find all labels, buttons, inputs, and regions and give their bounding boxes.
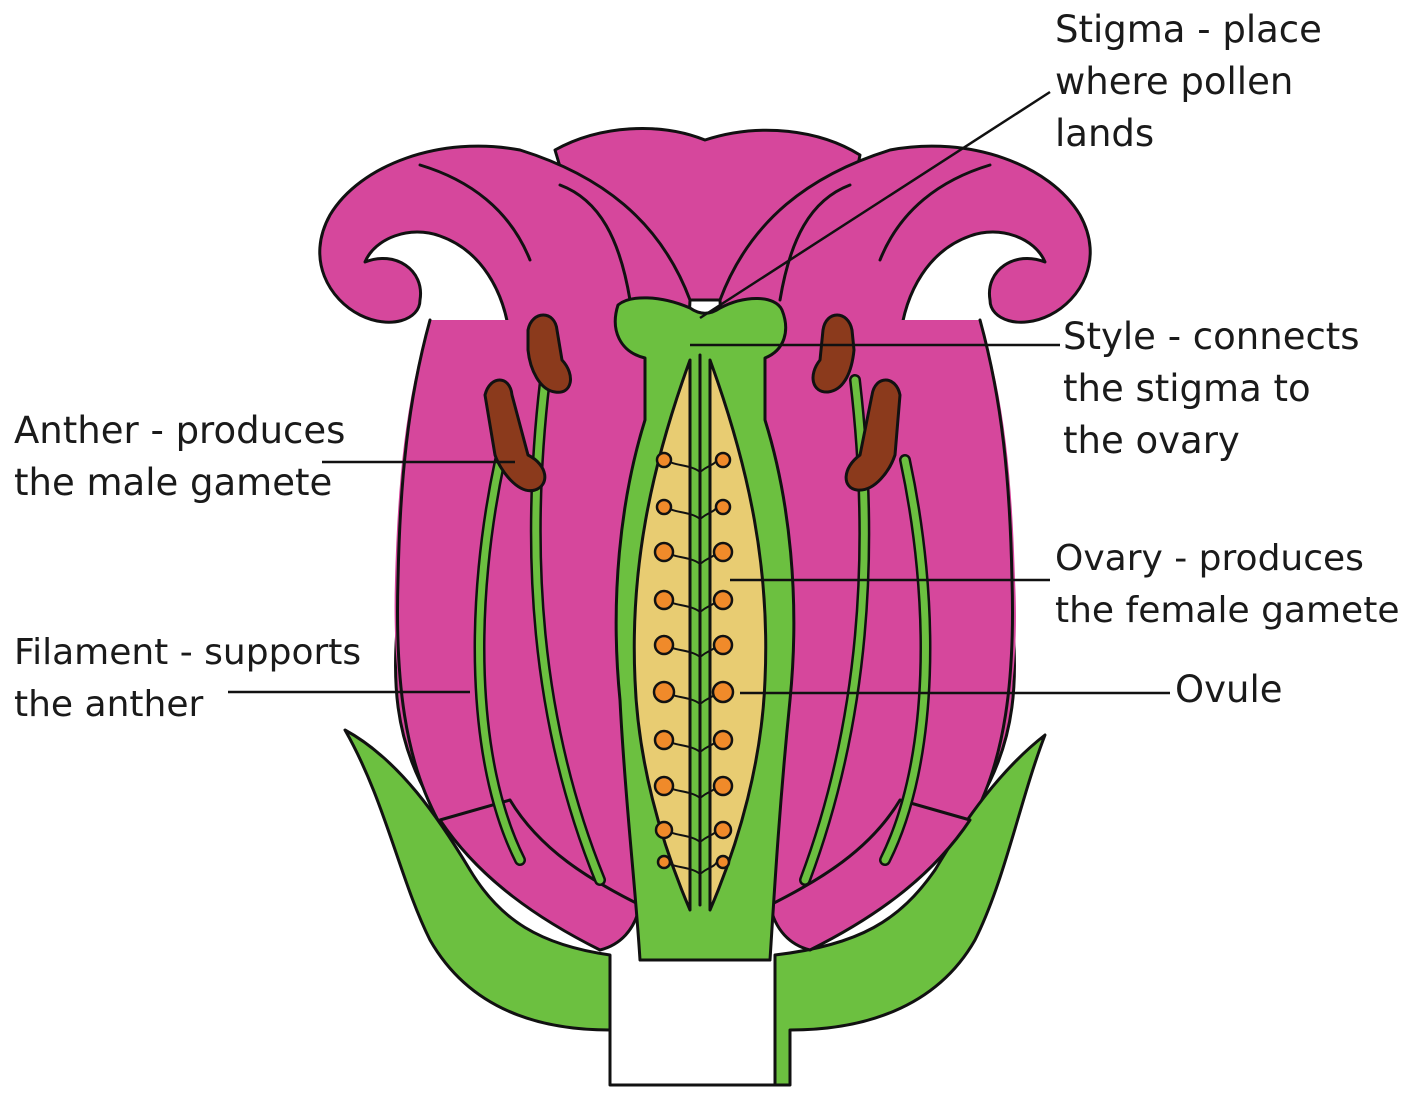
- ovule: [714, 543, 732, 561]
- label-ovule: Ovule: [1175, 664, 1283, 716]
- ovule: [714, 731, 732, 749]
- ovule: [713, 682, 733, 702]
- ovule: [716, 453, 730, 467]
- ovule: [715, 822, 731, 838]
- ovule: [656, 822, 672, 838]
- ovule: [657, 500, 671, 514]
- ovule: [657, 453, 671, 467]
- ovule: [655, 543, 673, 561]
- label-style: Style - connects the stigma to the ovary: [1063, 311, 1360, 467]
- label-stigma: Stigma - place where pollen lands: [1055, 4, 1322, 160]
- label-ovary: Ovary - produces the female gamete: [1055, 533, 1399, 637]
- ovule: [658, 856, 670, 868]
- label-filament: Filament - supports the anther: [14, 627, 361, 731]
- ovule: [655, 731, 673, 749]
- ovule: [655, 636, 673, 654]
- ovule: [714, 591, 732, 609]
- ovule: [714, 777, 732, 795]
- ovule: [717, 856, 729, 868]
- ovule: [654, 682, 674, 702]
- ovule: [716, 500, 730, 514]
- ovule: [655, 591, 673, 609]
- ovule: [655, 777, 673, 795]
- label-anther: Anther - produces the male gamete: [14, 405, 345, 509]
- ovule: [714, 636, 732, 654]
